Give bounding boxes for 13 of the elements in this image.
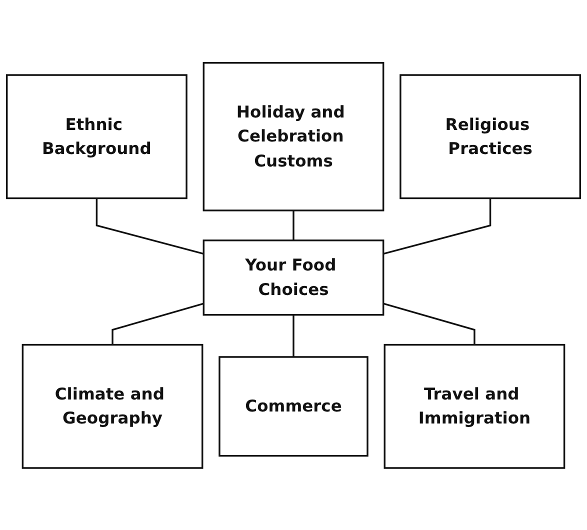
connector xyxy=(292,314,294,357)
node-box: Holiday and Celebration Customs xyxy=(202,62,384,211)
node-box: Your Food Choices xyxy=(202,239,384,316)
connector xyxy=(383,302,476,344)
connector xyxy=(96,198,204,254)
connector xyxy=(383,198,492,254)
node-box: Religious Practices xyxy=(400,74,581,199)
connector xyxy=(292,210,294,240)
node-box: Ethnic Background xyxy=(6,74,188,199)
connector xyxy=(112,302,204,344)
node-box: Climate and Geography xyxy=(22,344,204,468)
node-box: Travel and Immigration xyxy=(384,344,566,468)
node-box: Commerce xyxy=(218,356,368,456)
